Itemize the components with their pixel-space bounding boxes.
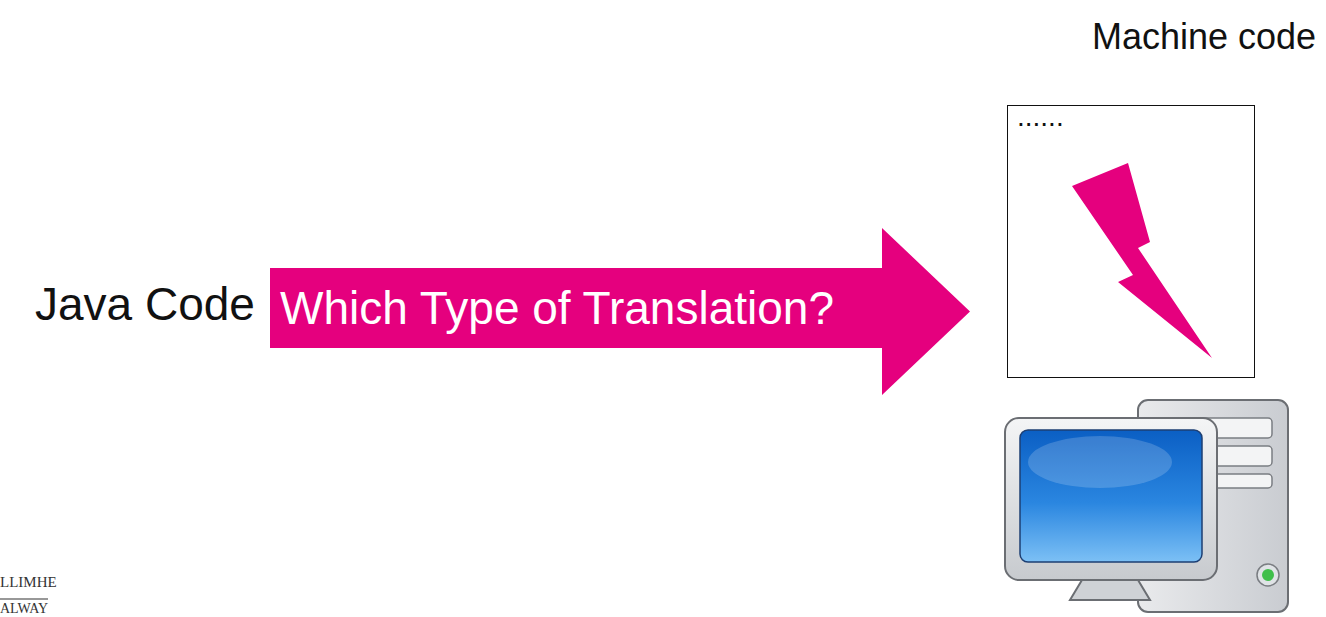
monitor [1005, 418, 1217, 600]
translation-arrow: Which Type of Translation? [270, 228, 970, 395]
arrow-label: Which Type of Translation? [280, 268, 834, 348]
lightning-bolt [1007, 105, 1255, 378]
source-label: Java Code [35, 276, 255, 332]
document-content: ...... [1017, 100, 1064, 134]
machine-code-document: Machine code...... [1007, 15, 1326, 378]
arrow-fill [270, 228, 970, 395]
document-heading: Machine code [1092, 15, 1316, 59]
bolt-fill [1072, 163, 1212, 358]
logo-rule [0, 598, 48, 599]
logo-fragment: LLIMHE [0, 572, 57, 592]
logo-fragment: ALWAY [0, 601, 48, 617]
